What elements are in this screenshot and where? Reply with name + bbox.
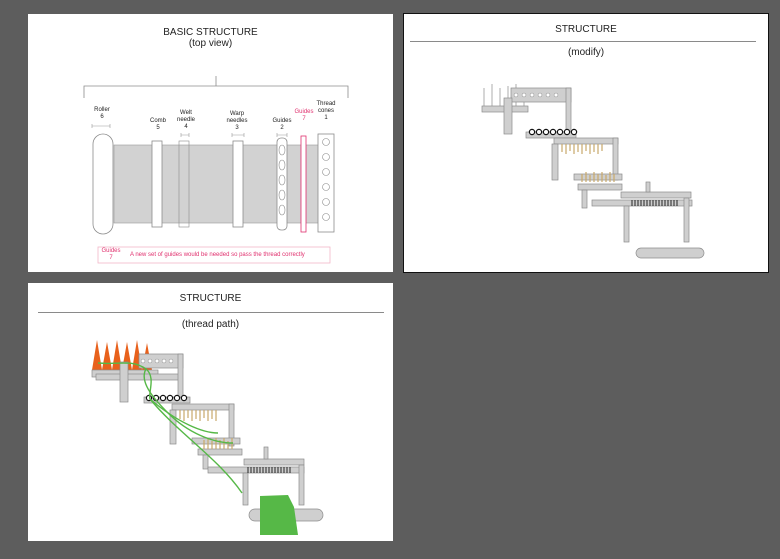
note-box bbox=[97, 246, 331, 264]
modify-diagram bbox=[481, 84, 705, 259]
artboard-structure-thread-path[interactable]: STRUCTURE (thread path) bbox=[28, 283, 393, 541]
guides-2 bbox=[276, 137, 288, 231]
page-subtitle: (thread path) bbox=[181, 319, 240, 330]
fabric bbox=[260, 495, 298, 535]
page-subtitle: (top view) bbox=[188, 38, 233, 49]
thread-cones bbox=[317, 133, 335, 233]
warp-sheet bbox=[113, 144, 321, 224]
overall-bracket bbox=[83, 85, 349, 98]
page-title: BASIC STRUCTURE bbox=[163, 27, 258, 38]
page-title: STRUCTURE bbox=[179, 293, 242, 304]
guides-7 bbox=[300, 135, 307, 233]
thread-line-b bbox=[143, 368, 234, 444]
thread-path-diagram bbox=[91, 340, 324, 535]
title-divider bbox=[38, 312, 384, 313]
page-subtitle: (modify) bbox=[567, 47, 605, 58]
title-divider bbox=[410, 41, 756, 42]
welt-needle bbox=[178, 140, 190, 228]
warp-needles bbox=[232, 140, 244, 228]
artboard-structure-modify[interactable]: STRUCTURE (modify) bbox=[403, 13, 769, 273]
comb bbox=[151, 140, 163, 228]
note-text: A new set of guides would be needed so p… bbox=[130, 252, 305, 258]
top-view-diagram bbox=[83, 76, 349, 264]
thread-line-a bbox=[97, 362, 219, 434]
roller bbox=[92, 133, 114, 235]
thread-line-c bbox=[149, 398, 243, 494]
page-title: STRUCTURE bbox=[555, 24, 617, 35]
